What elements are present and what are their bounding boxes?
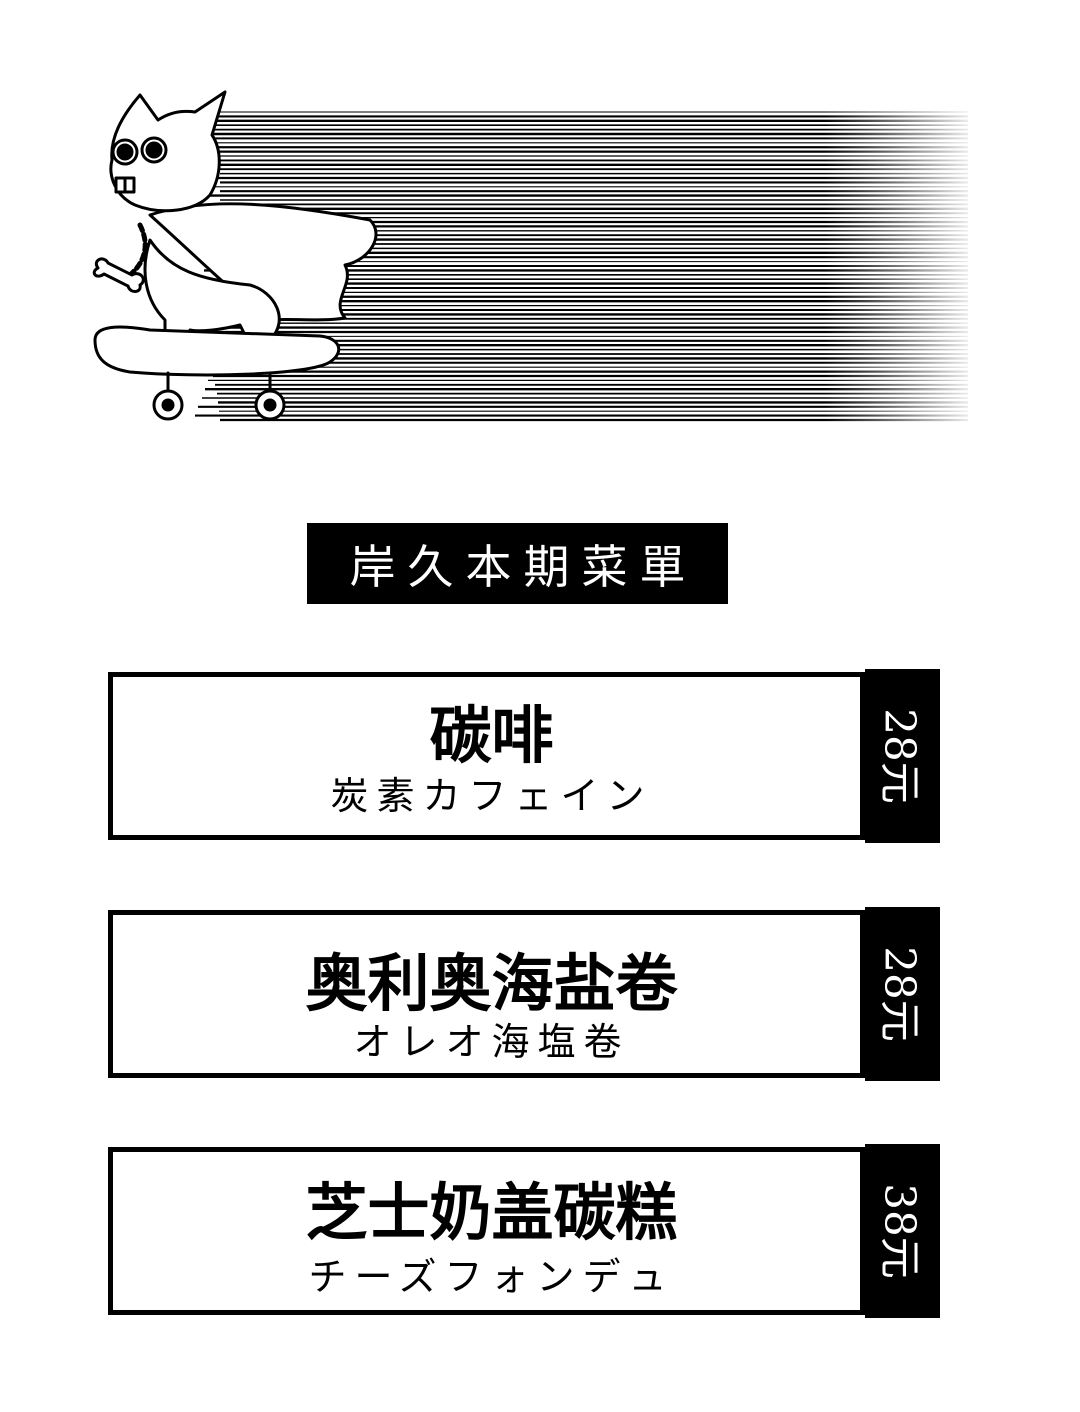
menu-title: 岸久本期菜單: [307, 523, 728, 604]
item-price: 28元: [875, 708, 924, 804]
menu-item: 芝士奶盖碳糕 チーズフォンデュ 38元: [108, 1144, 940, 1318]
item-name-japanese: オレオ海塩卷: [353, 1020, 630, 1064]
item-name-box: 碳啡 炭素カフェイン: [108, 672, 865, 840]
item-name-box: 奥利奥海盐卷 オレオ海塩卷: [108, 910, 865, 1078]
item-name-box: 芝士奶盖碳糕 チーズフォンデュ: [108, 1147, 865, 1315]
item-price: 38元: [875, 1183, 924, 1279]
price-tab: 28元: [865, 907, 940, 1081]
price-tab: 28元: [865, 669, 940, 843]
item-name-japanese: チーズフォンデュ: [308, 1255, 675, 1299]
hero-illustration: [0, 0, 1080, 500]
item-name-chinese: 碳啡: [429, 699, 554, 772]
item-price: 28元: [875, 946, 924, 1042]
dog-icon: [92, 90, 378, 421]
item-name-chinese: 奥利奥海盐卷: [305, 947, 678, 1020]
menu-item: 碳啡 炭素カフェイン 28元: [108, 669, 940, 843]
item-name-chinese: 芝士奶盖碳糕: [305, 1176, 678, 1249]
item-name-japanese: 炭素カフェイン: [330, 774, 653, 818]
menu-item: 奥利奥海盐卷 オレオ海塩卷 28元: [108, 907, 940, 1081]
price-tab: 38元: [865, 1144, 940, 1318]
skateboarding-dog-illustration: [92, 90, 980, 430]
